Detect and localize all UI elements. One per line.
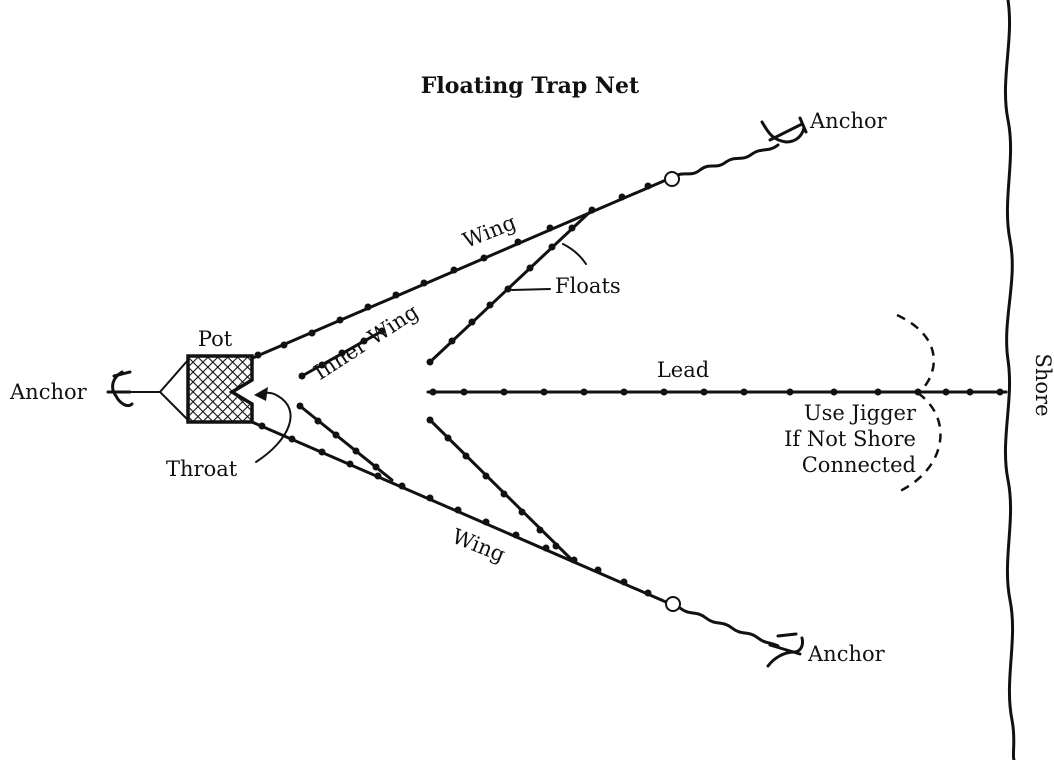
throat-arrowhead <box>254 387 268 401</box>
floats-leader-lower <box>511 288 551 291</box>
pot-label: Pot <box>198 327 233 351</box>
jigger-note-line2: If Not Shore <box>784 427 916 451</box>
floats-label: Floats <box>555 274 621 298</box>
anchor-line-top <box>672 143 780 179</box>
anchor-left-icon <box>106 370 134 408</box>
bridle <box>158 359 189 421</box>
jigger-note-line3: Connected <box>802 453 916 477</box>
throat-label: Throat <box>166 457 238 481</box>
lead-label: Lead <box>657 358 709 382</box>
pot-box <box>186 354 254 424</box>
buoy-bottom <box>665 596 681 612</box>
lower-diagonal-line <box>428 418 574 562</box>
anchor-line-bottom <box>678 606 780 648</box>
inner-wing-bottom-floats <box>296 402 380 471</box>
shore-line <box>1003 0 1016 760</box>
lead-floats <box>429 388 1004 396</box>
anchor-top-label: Anchor <box>809 109 888 133</box>
wing-bottom-floats <box>258 422 652 597</box>
shore-label: Shore <box>1031 353 1054 416</box>
floats-leader-upper <box>562 243 587 265</box>
jigger-dashed-upper <box>896 313 935 394</box>
anchor-bottom-label: Anchor <box>807 642 886 666</box>
lower-diagonal-floats <box>426 416 560 550</box>
anchor-bottom-icon <box>766 632 804 668</box>
upper-diagonal-floats <box>426 224 576 366</box>
wing-top-floats <box>254 182 652 359</box>
inner-wing-label: Inner Wing <box>310 300 423 385</box>
diagram-title: Floating Trap Net <box>421 73 640 99</box>
anchor-top-icon <box>760 116 808 144</box>
jigger-note-line1: Use Jigger <box>804 401 917 425</box>
anchor-left-label: Anchor <box>9 380 88 404</box>
inner-wing-top-floats <box>298 327 386 380</box>
buoy-top <box>664 171 680 187</box>
upper-diagonal-line <box>428 208 594 364</box>
